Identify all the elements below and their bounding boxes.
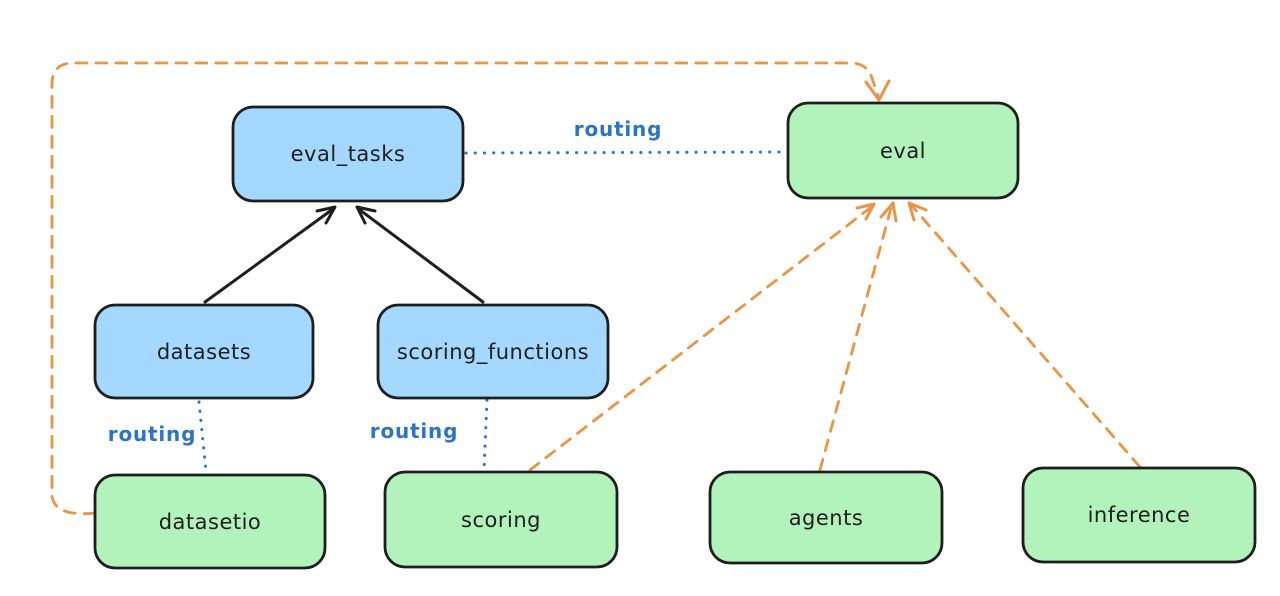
edge-datasets-to-datasetio-path [197, 400, 208, 473]
agents-box [708, 470, 944, 565]
datasetio-label: datasetio [159, 510, 262, 534]
edge-datasets-to-datasetio: routing [108, 400, 208, 473]
edge-datasets-to-eval-tasks [203, 205, 337, 304]
edge-agents-to-eval [818, 201, 898, 472]
node-eval: eval [786, 101, 1020, 200]
edge-agents-to-eval-path [818, 206, 893, 472]
routing-label-scoring-functions-scoring: routing [370, 419, 458, 443]
edge-scoring-functions-to-scoring: routing [370, 398, 489, 472]
routing-label-eval-tasks-eval: routing [574, 117, 662, 141]
edge-scoring-to-eval [528, 202, 876, 472]
scoring-box [383, 470, 619, 569]
edge-datasetio-to-eval [50, 61, 891, 516]
arrowhead-datasets-to-eval-tasks [315, 205, 337, 225]
node-datasetio: datasetio [93, 473, 327, 570]
datasets-box [93, 303, 315, 400]
node-scoring: scoring [383, 470, 619, 569]
edge-inference-to-eval-path [910, 204, 1142, 469]
arrowhead-inference-to-eval [907, 201, 928, 222]
node-eval-tasks: eval_tasks [231, 105, 465, 203]
datasets-label: datasets [157, 340, 251, 364]
scoring-functions-box [376, 303, 610, 400]
edge-scoring-functions-to-scoring-path [482, 398, 489, 472]
edge-eval-tasks-to-eval: routing [464, 117, 788, 155]
node-agents: agents [708, 470, 944, 565]
agents-label: agents [789, 506, 864, 530]
datasetio-box [93, 473, 327, 570]
arrowhead-datasetio-to-eval [864, 79, 891, 102]
eval-tasks-box [231, 105, 465, 203]
eval-label: eval [880, 139, 926, 163]
routing-label-datasets-datasetio: routing [108, 422, 196, 446]
edge-datasets-to-eval-tasks-path [203, 207, 335, 304]
edge-datasetio-to-eval-path [50, 61, 880, 516]
scoring-functions-label: scoring_functions [397, 340, 589, 365]
edge-scoring-functions-to-eval-tasks [355, 205, 485, 304]
edge-scoring-to-eval-path [528, 206, 872, 472]
node-scoring-functions: scoring_functions [376, 303, 610, 400]
arrowhead-scoring-to-eval [855, 202, 876, 221]
inference-box [1021, 466, 1257, 564]
arrowhead-agents-to-eval [879, 201, 898, 223]
edge-scoring-functions-to-eval-tasks-path [358, 208, 485, 304]
edge-eval-tasks-to-eval-path [464, 150, 788, 155]
arrowhead-scoring-functions-to-eval-tasks [355, 205, 377, 225]
node-inference: inference [1021, 466, 1257, 564]
edge-inference-to-eval [907, 201, 1142, 469]
inference-label: inference [1088, 503, 1191, 527]
node-datasets: datasets [93, 303, 315, 400]
eval-tasks-label: eval_tasks [291, 142, 406, 167]
eval-box [786, 101, 1020, 200]
scoring-label: scoring [461, 508, 541, 532]
